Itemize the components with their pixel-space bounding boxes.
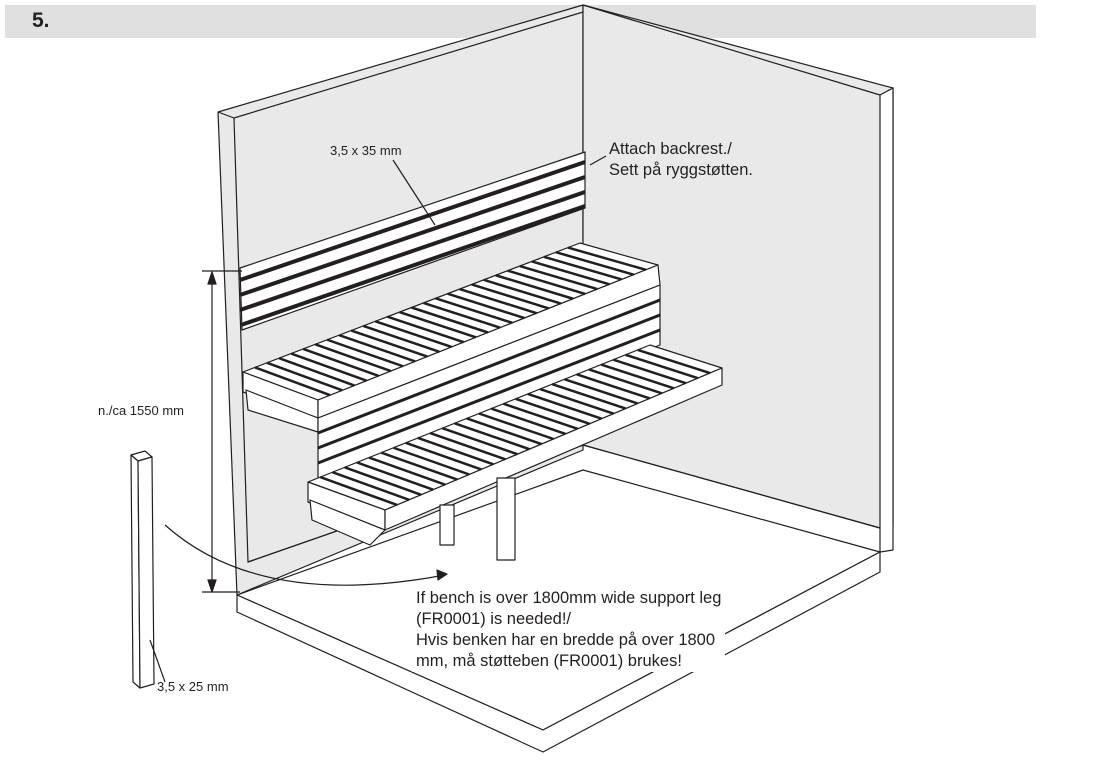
- floor-edge: [236, 551, 881, 753]
- bench-slat: [362, 324, 440, 353]
- bench-slat: [551, 382, 627, 410]
- move-arrow: [164, 524, 446, 586]
- bench-slat: [564, 378, 639, 405]
- bench-slat: [350, 329, 428, 358]
- bench-slat: [588, 368, 663, 395]
- bench-slat: [368, 456, 446, 486]
- bench-slat: [374, 320, 452, 349]
- bench-slat: [417, 436, 494, 466]
- bench-slat: [399, 310, 477, 339]
- leg-dimension-label: 3,5 x 25 mm: [157, 679, 229, 694]
- bench-slat: [567, 246, 647, 272]
- bench-slat: [423, 301, 501, 329]
- bench-slat: [290, 352, 367, 382]
- attach-line-en: Attach backrest./: [609, 140, 732, 158]
- bench-slat: [314, 343, 392, 373]
- bench-slat: [490, 407, 566, 436]
- bench-slat: [519, 264, 598, 291]
- backrest: [239, 151, 586, 331]
- note-line: mm, må støtteben (FR0001) brukes!: [416, 652, 682, 670]
- backrest-slat-dimension: 3,5 x 35 mm: [330, 143, 402, 158]
- bench-slat: [515, 397, 591, 425]
- leader-backrest-dim: [392, 159, 436, 226]
- lower-bench: [307, 344, 723, 546]
- bench-slat: [266, 361, 343, 392]
- bench-slat: [625, 353, 699, 380]
- bench-slat: [543, 255, 622, 281]
- support-leg: [439, 504, 455, 546]
- note-line: Hvis benken har en bredde på over 1800: [416, 631, 716, 649]
- bench-slat: [332, 471, 410, 502]
- bench-slat: [447, 292, 525, 320]
- bench-riser: [317, 284, 661, 481]
- arrow-head-icon: [436, 569, 448, 581]
- bench-slat: [483, 278, 562, 305]
- bench-slat: [600, 363, 675, 390]
- attach-line-no: Sett på ryggstøtten.: [609, 161, 753, 179]
- bench-slat: [254, 366, 331, 397]
- bench-slat: [338, 333, 416, 363]
- bench-slat: [302, 347, 380, 378]
- bench-slat: [356, 461, 434, 491]
- attach-backrest-callout: Attach backrest./ Sett på ryggstøtten.: [609, 139, 753, 181]
- right-wall-edge: [879, 87, 894, 553]
- bench-slat: [441, 426, 518, 456]
- leader-leg-dim: [149, 639, 166, 683]
- bench-slat: [531, 260, 610, 286]
- bench-slat: [429, 431, 506, 461]
- bench-slat: [466, 417, 542, 446]
- bench-slat: [612, 358, 687, 385]
- bench-slat: [319, 475, 398, 507]
- bench-slat: [326, 338, 404, 368]
- bench-slat: [637, 348, 711, 375]
- support-leg-note: If bench is over 1800mm wide support leg…: [412, 588, 726, 672]
- bench-slat: [278, 357, 355, 387]
- bench-slat: [478, 412, 554, 441]
- bench-slat: [454, 422, 530, 451]
- loose-support-leg: [130, 450, 155, 689]
- bench-slat: [344, 466, 422, 496]
- bench-slat: [380, 451, 458, 481]
- bench-slat: [507, 269, 586, 296]
- bench-slat: [471, 283, 550, 310]
- wall-edge: [217, 111, 235, 119]
- bench-slat: [459, 287, 537, 315]
- bench-slat: [411, 306, 489, 334]
- wall-edge: [582, 4, 881, 96]
- bench-slat: [503, 402, 578, 431]
- bench-slat: [576, 373, 651, 400]
- bench-slat: [527, 392, 603, 420]
- bench-slat: [495, 274, 574, 300]
- height-dimension-label: n./ca 1550 mm: [98, 403, 184, 418]
- upper-bench: [242, 242, 661, 433]
- step-number: 5.: [32, 9, 50, 32]
- bench-slat: [555, 251, 635, 276]
- leader-attach: [589, 155, 607, 166]
- bench-slat: [539, 387, 615, 415]
- bench-slat: [405, 441, 482, 471]
- height-dimension: [202, 270, 242, 593]
- support-leg: [496, 477, 516, 561]
- note-line: If bench is over 1800mm wide support leg: [416, 589, 722, 607]
- bench-slat: [387, 315, 465, 344]
- bench-slat: [435, 297, 513, 325]
- wall-edge: [582, 444, 881, 529]
- note-line: (FR0001) is needed!/: [416, 610, 572, 628]
- bench-slat: [393, 446, 470, 476]
